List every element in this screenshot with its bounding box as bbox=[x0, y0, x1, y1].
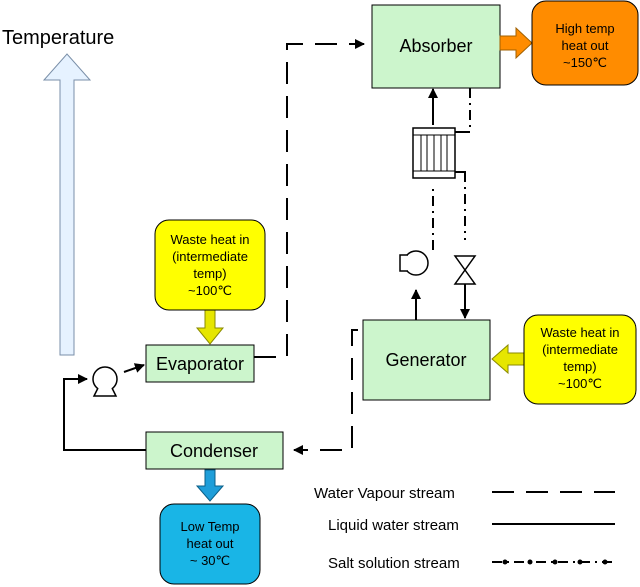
generator-box bbox=[362, 319, 491, 401]
low-temp-line-2: heat out bbox=[187, 536, 234, 551]
low-temp-heat-arrow bbox=[195, 469, 225, 502]
absorber-box bbox=[371, 4, 501, 89]
condenser-label: Condenser bbox=[170, 441, 258, 461]
condenser-box bbox=[145, 431, 284, 470]
legend-salt-label: Salt solution stream bbox=[328, 555, 460, 572]
legend-liquid-label: Liquid water stream bbox=[328, 517, 459, 534]
high-temp-line-1: High temp bbox=[555, 21, 614, 36]
liquid-condenser-to-pump bbox=[63, 374, 146, 451]
vapour-generator-to-condenser bbox=[293, 329, 358, 455]
waste-evap-line-4: ~100℃ bbox=[188, 283, 232, 298]
temperature-arrow bbox=[42, 53, 92, 356]
waste-gen-line-1: Waste heat in bbox=[540, 325, 619, 340]
low-temp-heat-out-box: Low Temp heat out ~ 30℃ bbox=[159, 503, 261, 585]
generator: Generator bbox=[362, 319, 491, 401]
waste-heat-evaporator-box: Waste heat in (intermediate temp) ~100℃ bbox=[154, 219, 266, 311]
waste-heat-generator-arrow bbox=[491, 343, 525, 375]
low-temp-line-3: ~ 30℃ bbox=[190, 553, 230, 568]
salt-streams bbox=[432, 88, 471, 250]
waste-gen-line-4: ~100℃ bbox=[558, 376, 602, 391]
waste-evap-line-3: temp) bbox=[193, 266, 226, 281]
evaporator: Evaporator bbox=[145, 344, 255, 383]
generator-label: Generator bbox=[385, 350, 466, 370]
absorber: Absorber bbox=[371, 4, 501, 89]
liquid-pump-to-evaporator bbox=[123, 363, 145, 373]
high-temp-line-2: heat out bbox=[562, 38, 609, 53]
high-temp-line-3: ~150℃ bbox=[563, 55, 607, 70]
salt-arrows bbox=[411, 88, 470, 320]
absorber-label: Absorber bbox=[399, 36, 472, 56]
waste-evap-line-2: (intermediate bbox=[172, 249, 248, 264]
vapour-evaporator-to-absorber bbox=[254, 39, 365, 358]
legend-salt-dots bbox=[502, 559, 608, 565]
legend-vapour-label: Water Vapour stream bbox=[314, 485, 455, 502]
evaporator-label: Evaporator bbox=[156, 354, 244, 374]
legend: Water Vapour stream Liquid water stream … bbox=[314, 485, 615, 572]
evaporator-box bbox=[145, 344, 255, 383]
high-temp-heat-arrow bbox=[499, 26, 533, 60]
valve-icon bbox=[453, 255, 477, 285]
waste-gen-line-3: temp) bbox=[563, 359, 596, 374]
salt-pump-icon bbox=[399, 250, 429, 276]
heat-exchanger-icon bbox=[412, 127, 456, 179]
condenser: Condenser bbox=[145, 431, 284, 470]
vapour-streams bbox=[254, 39, 365, 455]
salt-hx-out-line bbox=[455, 171, 466, 180]
temperature-label: Temperature bbox=[2, 27, 114, 49]
low-temp-line-1: Low Temp bbox=[180, 519, 239, 534]
waste-heat-evaporator-arrow bbox=[195, 309, 225, 345]
waste-heat-generator-box: Waste heat in (intermediate temp) ~100℃ bbox=[523, 314, 637, 405]
waste-evap-line-1: Waste heat in bbox=[170, 232, 249, 247]
temperature-axis: Temperature bbox=[2, 27, 114, 356]
waste-gen-line-2: (intermediate bbox=[542, 342, 618, 357]
liquid-streams bbox=[63, 363, 146, 451]
pump-icon bbox=[92, 366, 118, 397]
high-temp-heat-out-box: High temp heat out ~150℃ bbox=[531, 0, 639, 86]
